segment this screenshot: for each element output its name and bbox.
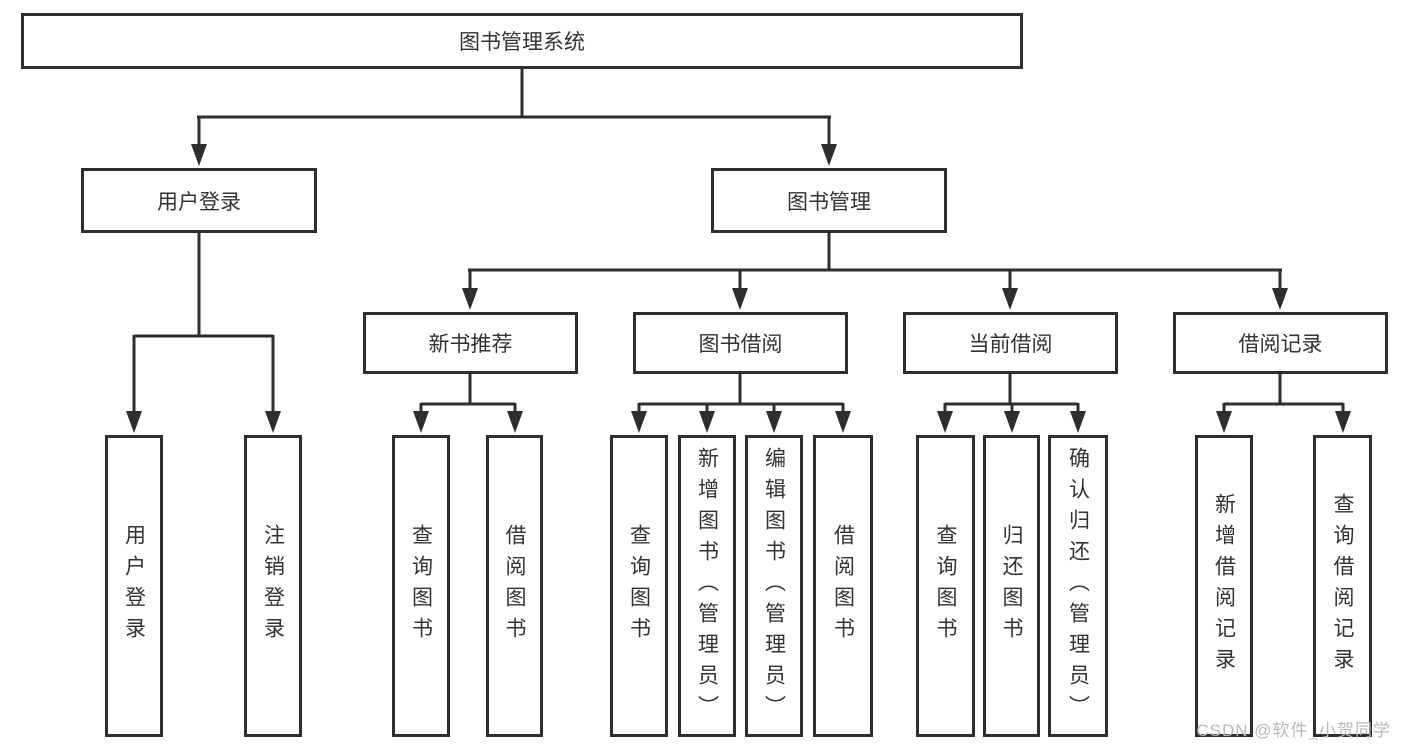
edge-borrow-leaves	[637, 374, 845, 414]
node-label: 用户登录	[122, 524, 146, 648]
leaf-query-books-current: 查询图书	[916, 435, 975, 737]
node-label: 编辑图书（管理员）	[762, 446, 786, 726]
node-borrow-record: 借阅记录	[1173, 312, 1388, 374]
leaf-user-login: 用户登录	[105, 435, 163, 737]
node-label: 查询借阅记录	[1331, 493, 1354, 679]
node-book-borrow: 图书借阅	[633, 312, 848, 374]
leaf-query-borrow-record: 查询借阅记录	[1313, 435, 1372, 737]
edge-root-level2	[197, 69, 831, 147]
edge-login-leaves	[132, 233, 275, 414]
leaf-edit-books-admin: 编辑图书（管理员）	[745, 435, 803, 737]
node-label: 确认归还（管理员）	[1066, 446, 1090, 726]
edge-recommend-leaves	[419, 374, 517, 414]
node-label: 新增借阅记录	[1212, 493, 1236, 679]
leaf-borrow-books-recommend: 借阅图书	[486, 435, 543, 737]
node-user-login-group: 用户登录	[81, 168, 317, 233]
leaf-add-books-admin: 新增图书（管理员）	[678, 435, 736, 737]
leaf-logout: 注销登录	[244, 435, 302, 737]
node-label: 查询图书	[934, 524, 957, 648]
node-label: 当前借阅	[968, 333, 1053, 356]
leaf-add-borrow-record: 新增借阅记录	[1195, 435, 1253, 737]
node-label: 注销登录	[261, 524, 285, 648]
node-label: 借阅图书	[503, 524, 526, 648]
edge-record-leaves	[1222, 374, 1345, 414]
edge-current-leaves	[943, 374, 1080, 414]
leaf-return-books: 归还图书	[983, 435, 1040, 737]
leaf-query-books-recommend: 查询图书	[392, 435, 450, 737]
csdn-watermark: CSDN @软件_小贺同学	[1196, 721, 1391, 740]
leaf-borrow-books: 借阅图书	[813, 435, 873, 737]
node-label: 查询图书	[409, 524, 433, 648]
node-label: 新增图书（管理员）	[695, 446, 719, 726]
node-label: 图书管理系统	[459, 31, 585, 54]
leaf-query-books-borrow: 查询图书	[610, 435, 668, 737]
node-new-book-recommend: 新书推荐	[363, 312, 578, 374]
node-label: 用户登录	[157, 190, 241, 214]
node-label: 新书推荐	[428, 333, 513, 356]
leaf-confirm-return-admin: 确认归还（管理员）	[1048, 435, 1108, 737]
edge-mgmt-level3	[468, 233, 1282, 291]
node-label: 借阅图书	[831, 524, 855, 648]
node-label: 归还图书	[1000, 524, 1023, 648]
node-book-management: 图书管理	[711, 168, 947, 233]
node-label: 查询图书	[627, 524, 651, 648]
node-current-borrow: 当前借阅	[903, 312, 1118, 374]
node-label: 图书管理	[787, 190, 871, 214]
node-library-management-system: 图书管理系统	[21, 13, 1023, 69]
node-label: 图书借阅	[698, 333, 783, 356]
node-label: 借阅记录	[1238, 333, 1323, 356]
